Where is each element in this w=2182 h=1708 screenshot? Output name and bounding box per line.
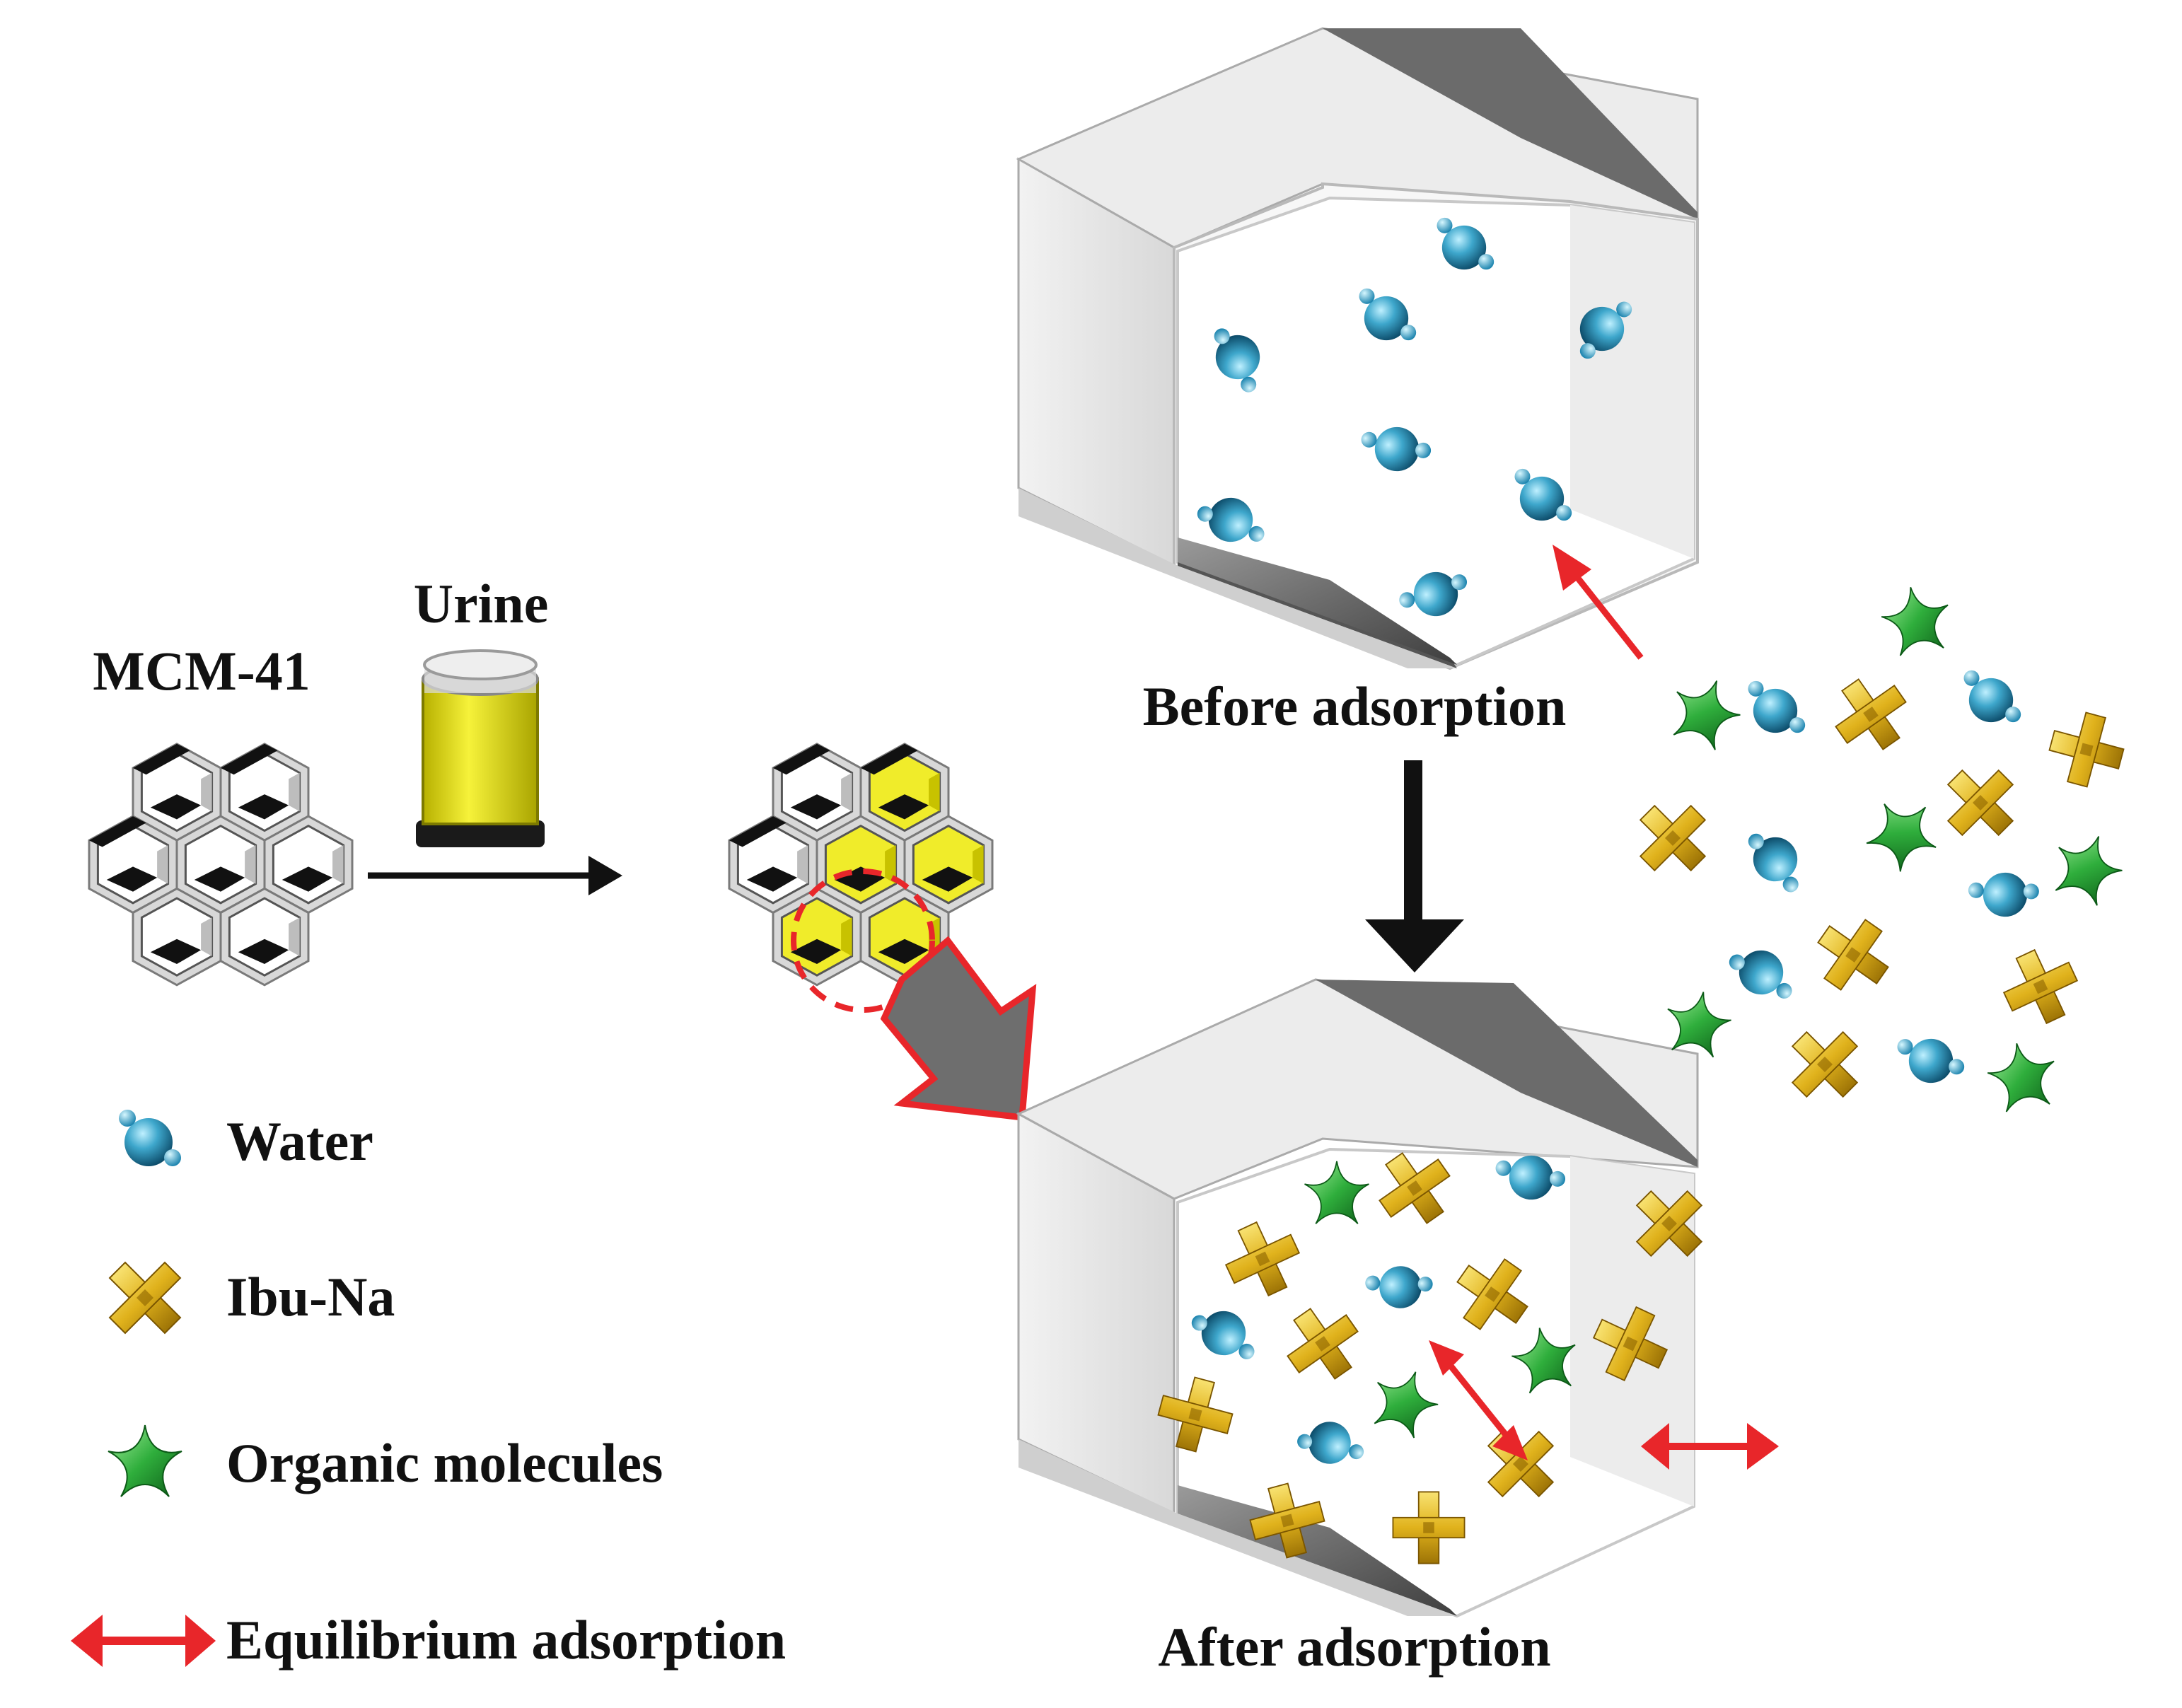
legend: Water Ibu-Na Organic molecules Equilibri… xyxy=(71,1110,786,1671)
legend-organic-label: Organic molecules xyxy=(226,1432,663,1494)
legend-ibu-label: Ibu-Na xyxy=(226,1266,395,1328)
ibu-na-molecule-icon xyxy=(1814,916,1892,994)
ibu-na-molecule-icon xyxy=(1832,675,1910,753)
pore-cell xyxy=(132,887,222,987)
mcm41-label: MCM-41 xyxy=(93,640,311,702)
outer-equilibrium-arrow xyxy=(1641,1423,1779,1470)
molecule-cloud xyxy=(1640,581,2132,1115)
urine-label: Urine xyxy=(414,573,549,634)
pore-cell xyxy=(816,815,906,914)
pore-cell xyxy=(175,815,266,914)
pore-cell xyxy=(903,815,994,914)
zoom-circle xyxy=(791,868,935,1013)
legend-water-label: Water xyxy=(226,1110,373,1172)
ibu-na-molecule-icon xyxy=(1947,769,2014,836)
pore-after xyxy=(1016,978,1702,1618)
double-arrow-icon xyxy=(71,1615,216,1667)
process-arrow xyxy=(368,856,622,895)
entry-arrow xyxy=(1553,545,1644,660)
inner-equilibrium-arrow xyxy=(1429,1340,1528,1460)
before-label: Before adsorption xyxy=(1143,675,1567,737)
after-label: After adsorption xyxy=(1158,1616,1550,1678)
organic-molecule-icon xyxy=(2043,824,2131,910)
pore-before xyxy=(1016,27,1699,670)
ibu-na-molecule-icon xyxy=(2041,704,2132,795)
organic-molecule-icon xyxy=(1661,668,1749,755)
water-molecule-icon xyxy=(119,1110,181,1166)
ibu-na-molecule-icon xyxy=(1640,805,1706,871)
water-molecule-icon xyxy=(1963,670,2021,723)
water-molecule-icon xyxy=(1728,946,1794,1007)
organic-molecule-icon xyxy=(1983,1037,2062,1115)
pore-cell xyxy=(263,815,354,914)
water-molecule-icon xyxy=(1741,832,1806,894)
mcm41-honeycomb xyxy=(88,743,354,987)
water-molecule-icon xyxy=(1895,1022,1967,1091)
organic-molecule-icon xyxy=(1857,784,1952,880)
pore-cell xyxy=(219,887,310,987)
water-molecule-icon xyxy=(1748,680,1806,733)
water-molecule-icon xyxy=(1965,852,2043,929)
ibu-na-molecule-icon xyxy=(109,1262,181,1334)
ibu-na-molecule-icon xyxy=(1998,944,2083,1029)
urine-jar-icon xyxy=(416,649,545,847)
legend-equilibrium-label: Equilibrium adsorption xyxy=(226,1609,786,1671)
organic-molecule-icon xyxy=(1876,581,1956,658)
transition-arrow xyxy=(1365,760,1464,972)
ibu-na-molecule-icon xyxy=(1792,1031,1858,1098)
organic-molecule-icon xyxy=(108,1424,182,1497)
